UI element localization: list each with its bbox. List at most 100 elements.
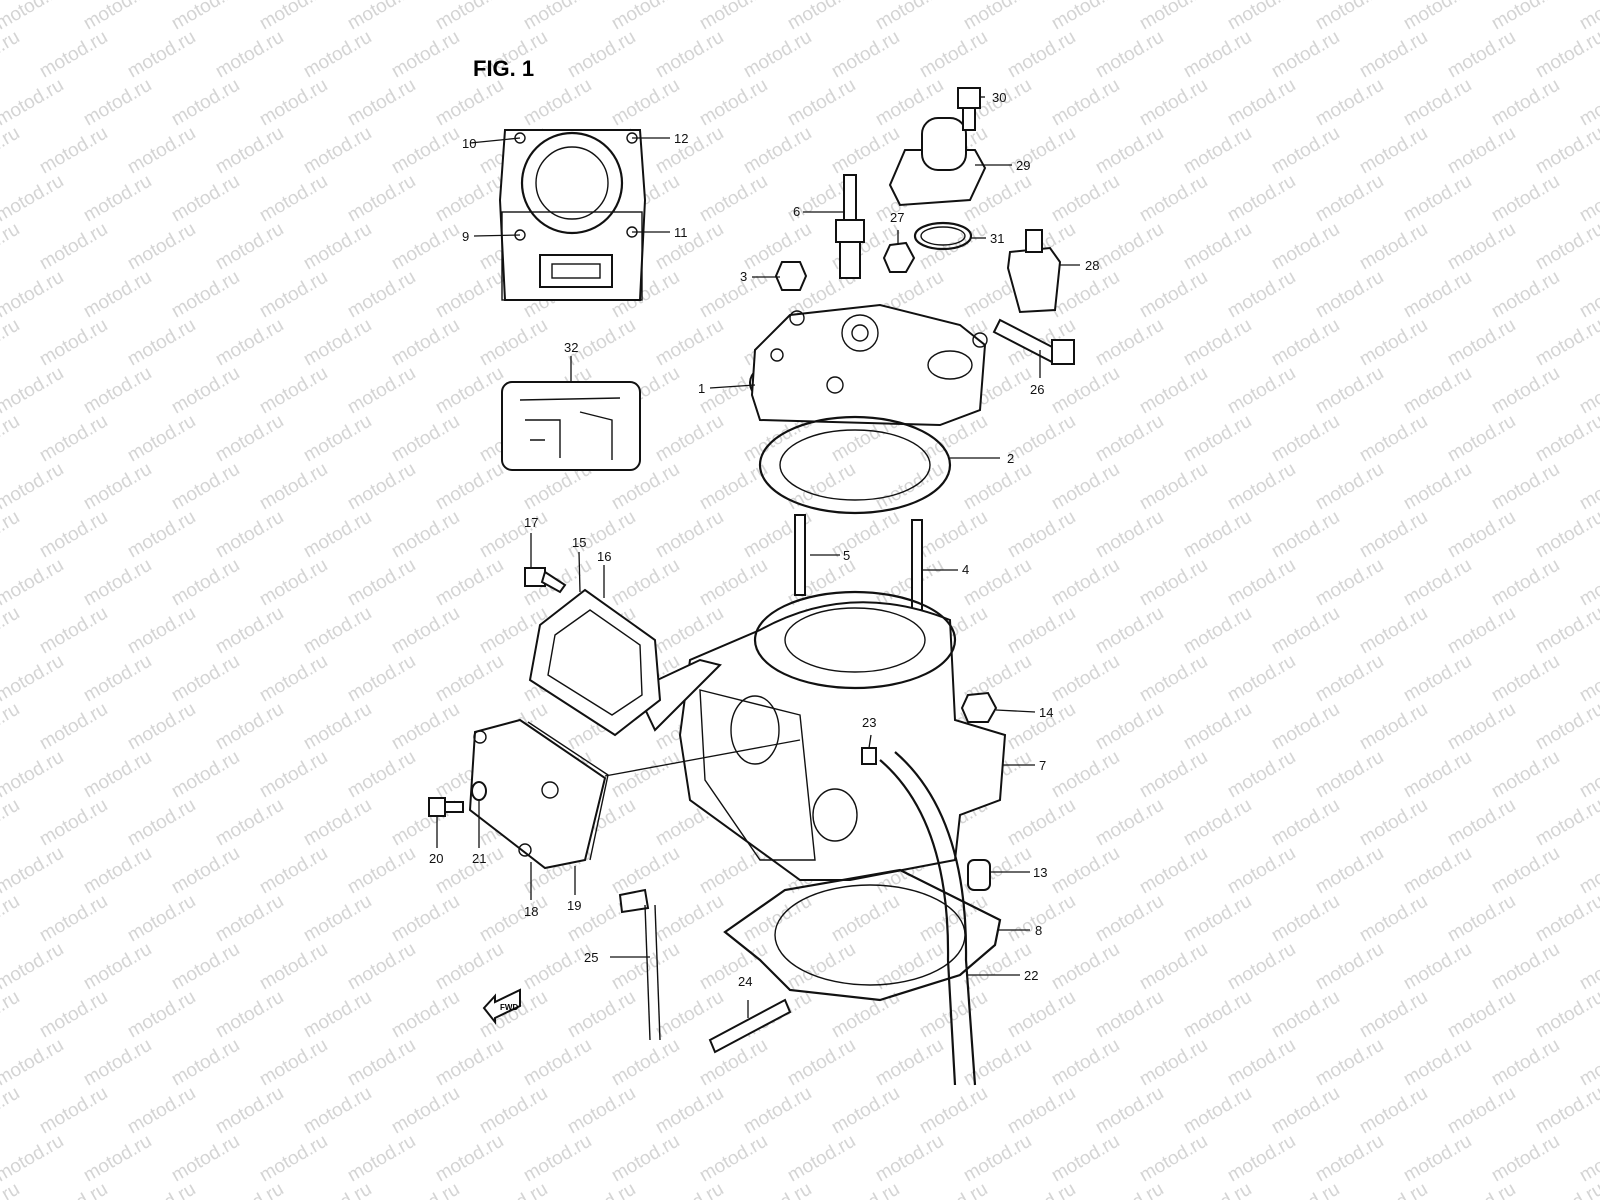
watermark-text: motod.ru	[432, 75, 507, 131]
watermark-text: motod.ru	[388, 315, 463, 371]
watermark-text: motod.ru	[432, 651, 507, 707]
watermark-text: motod.ru	[1268, 987, 1343, 1043]
watermark-text: motod.ru	[124, 123, 199, 179]
watermark-text: motod.ru	[256, 75, 331, 131]
watermark-text: motod.ru	[520, 1131, 595, 1187]
watermark-text: motod.ru	[1312, 651, 1387, 707]
callout-27: 27	[890, 210, 904, 225]
dowel-pin	[967, 859, 991, 891]
watermark-text: motod.ru	[1488, 171, 1563, 227]
watermark-text: motod.ru	[1532, 411, 1600, 467]
watermark-text: motod.ru	[36, 603, 111, 659]
watermark-text: motod.ru	[0, 891, 23, 947]
watermark-text: motod.ru	[0, 603, 23, 659]
watermark-text: motod.ru	[168, 171, 243, 227]
intake-gasket-15-16	[528, 588, 662, 737]
watermark-text: motod.ru	[256, 1035, 331, 1091]
callout-labels: 10 12 9 11 32 6 3 27 1 2 5 4 30 29 31 28…	[429, 90, 1099, 989]
watermark-text: motod.ru	[1268, 219, 1343, 275]
watermark-text: motod.ru	[1400, 1035, 1475, 1091]
watermark-text: motod.ru	[1444, 891, 1519, 947]
watermark-text: motod.ru	[652, 27, 727, 83]
watermark-text: motod.ru	[344, 843, 419, 899]
watermark-text: motod.ru	[0, 1131, 67, 1187]
watermark-text: motod.ru	[1444, 123, 1519, 179]
watermark-text: motod.ru	[1444, 507, 1519, 563]
watermark-text: motod.ru	[740, 123, 815, 179]
watermark-text: motod.ru	[1224, 1035, 1299, 1091]
watermark-text: motod.ru	[916, 891, 991, 947]
spark-plug	[835, 174, 865, 279]
watermark-text: motod.ru	[1180, 315, 1255, 371]
watermark-text: motod.ru	[1356, 219, 1431, 275]
watermark-text: motod.ru	[1224, 939, 1299, 995]
watermark-text: motod.ru	[388, 699, 463, 755]
watermark-text: motod.ru	[1268, 795, 1343, 851]
watermark-text: motod.ru	[1444, 411, 1519, 467]
watermark-text: motod.ru	[432, 171, 507, 227]
bolt-part-26	[992, 318, 1075, 365]
watermark-text: motod.ru	[1092, 699, 1167, 755]
watermark-text: motod.ru	[124, 27, 199, 83]
watermark-text: motod.ru	[124, 603, 199, 659]
watermark-text: motod.ru	[1488, 0, 1563, 34]
watermark-text: motod.ru	[784, 0, 859, 34]
watermark-text: motod.ru	[1312, 843, 1387, 899]
watermark-text: motod.ru	[256, 939, 331, 995]
watermark-text: motod.ru	[124, 795, 199, 851]
watermark-text: motod.ru	[1400, 555, 1475, 611]
watermark-text: motod.ru	[1532, 219, 1600, 275]
watermark-text: motod.ru	[1004, 1083, 1079, 1139]
watermark-text: motod.ru	[1356, 1179, 1431, 1200]
watermark-text: motod.ru	[1048, 555, 1123, 611]
watermark-text: motod.ru	[1180, 699, 1255, 755]
watermark-text: motod.ru	[256, 651, 331, 707]
bolt-part-17	[524, 567, 567, 594]
watermark-text: motod.ru	[1180, 411, 1255, 467]
watermark-text: motod.ru	[80, 1131, 155, 1187]
watermark-text: motod.ru	[124, 315, 199, 371]
watermark-text: motod.ru	[388, 411, 463, 467]
watermark-text: motod.ru	[1268, 27, 1343, 83]
watermark-text: motod.ru	[872, 459, 947, 515]
watermark-text: motod.ru	[432, 0, 507, 34]
watermark-text: motod.ru	[1180, 1179, 1255, 1200]
watermark-text: motod.ru	[652, 507, 727, 563]
callout-32: 32	[564, 340, 578, 355]
watermark-text: motod.ru	[1180, 891, 1255, 947]
watermark-text: motod.ru	[1092, 315, 1167, 371]
watermark-text: motod.ru	[300, 219, 375, 275]
watermark-text: motod.ru	[300, 27, 375, 83]
watermark-text: motod.ru	[1268, 315, 1343, 371]
watermark-text: motod.ru	[1488, 75, 1563, 131]
watermark-text: motod.ru	[388, 1083, 463, 1139]
watermark-text: motod.ru	[168, 459, 243, 515]
watermark-text: motod.ru	[1268, 507, 1343, 563]
watermark-text: motod.ru	[1312, 747, 1387, 803]
watermark-text: motod.ru	[872, 0, 947, 34]
watermark-text: motod.ru	[212, 603, 287, 659]
watermark-text: motod.ru	[828, 1083, 903, 1139]
watermark-text: motod.ru	[0, 363, 67, 419]
watermark-text: motod.ru	[696, 0, 771, 34]
clamp-part-25	[618, 888, 661, 1041]
watermark-text: motod.ru	[1488, 1035, 1563, 1091]
callout-10: 10	[462, 136, 476, 151]
leader-lines	[436, 96, 1080, 1018]
callout-26: 26	[1030, 382, 1044, 397]
watermark-text: motod.ru	[344, 75, 419, 131]
watermark-text: motod.ru	[1488, 843, 1563, 899]
watermark-text: motod.ru	[388, 27, 463, 83]
watermark-text: motod.ru	[1092, 27, 1167, 83]
watermark-text: motod.ru	[344, 651, 419, 707]
callout-12: 12	[674, 131, 688, 146]
watermark-text: motod.ru	[80, 1035, 155, 1091]
watermark-text: motod.ru	[256, 363, 331, 419]
watermark-text: motod.ru	[1400, 0, 1475, 34]
watermark-text: motod.ru	[124, 1083, 199, 1139]
o-ring	[913, 221, 973, 251]
watermark-text: motod.ru	[740, 219, 815, 275]
watermark-text: motod.ru	[828, 123, 903, 179]
watermark-text: motod.ru	[1400, 939, 1475, 995]
watermark-text: motod.ru	[1048, 363, 1123, 419]
